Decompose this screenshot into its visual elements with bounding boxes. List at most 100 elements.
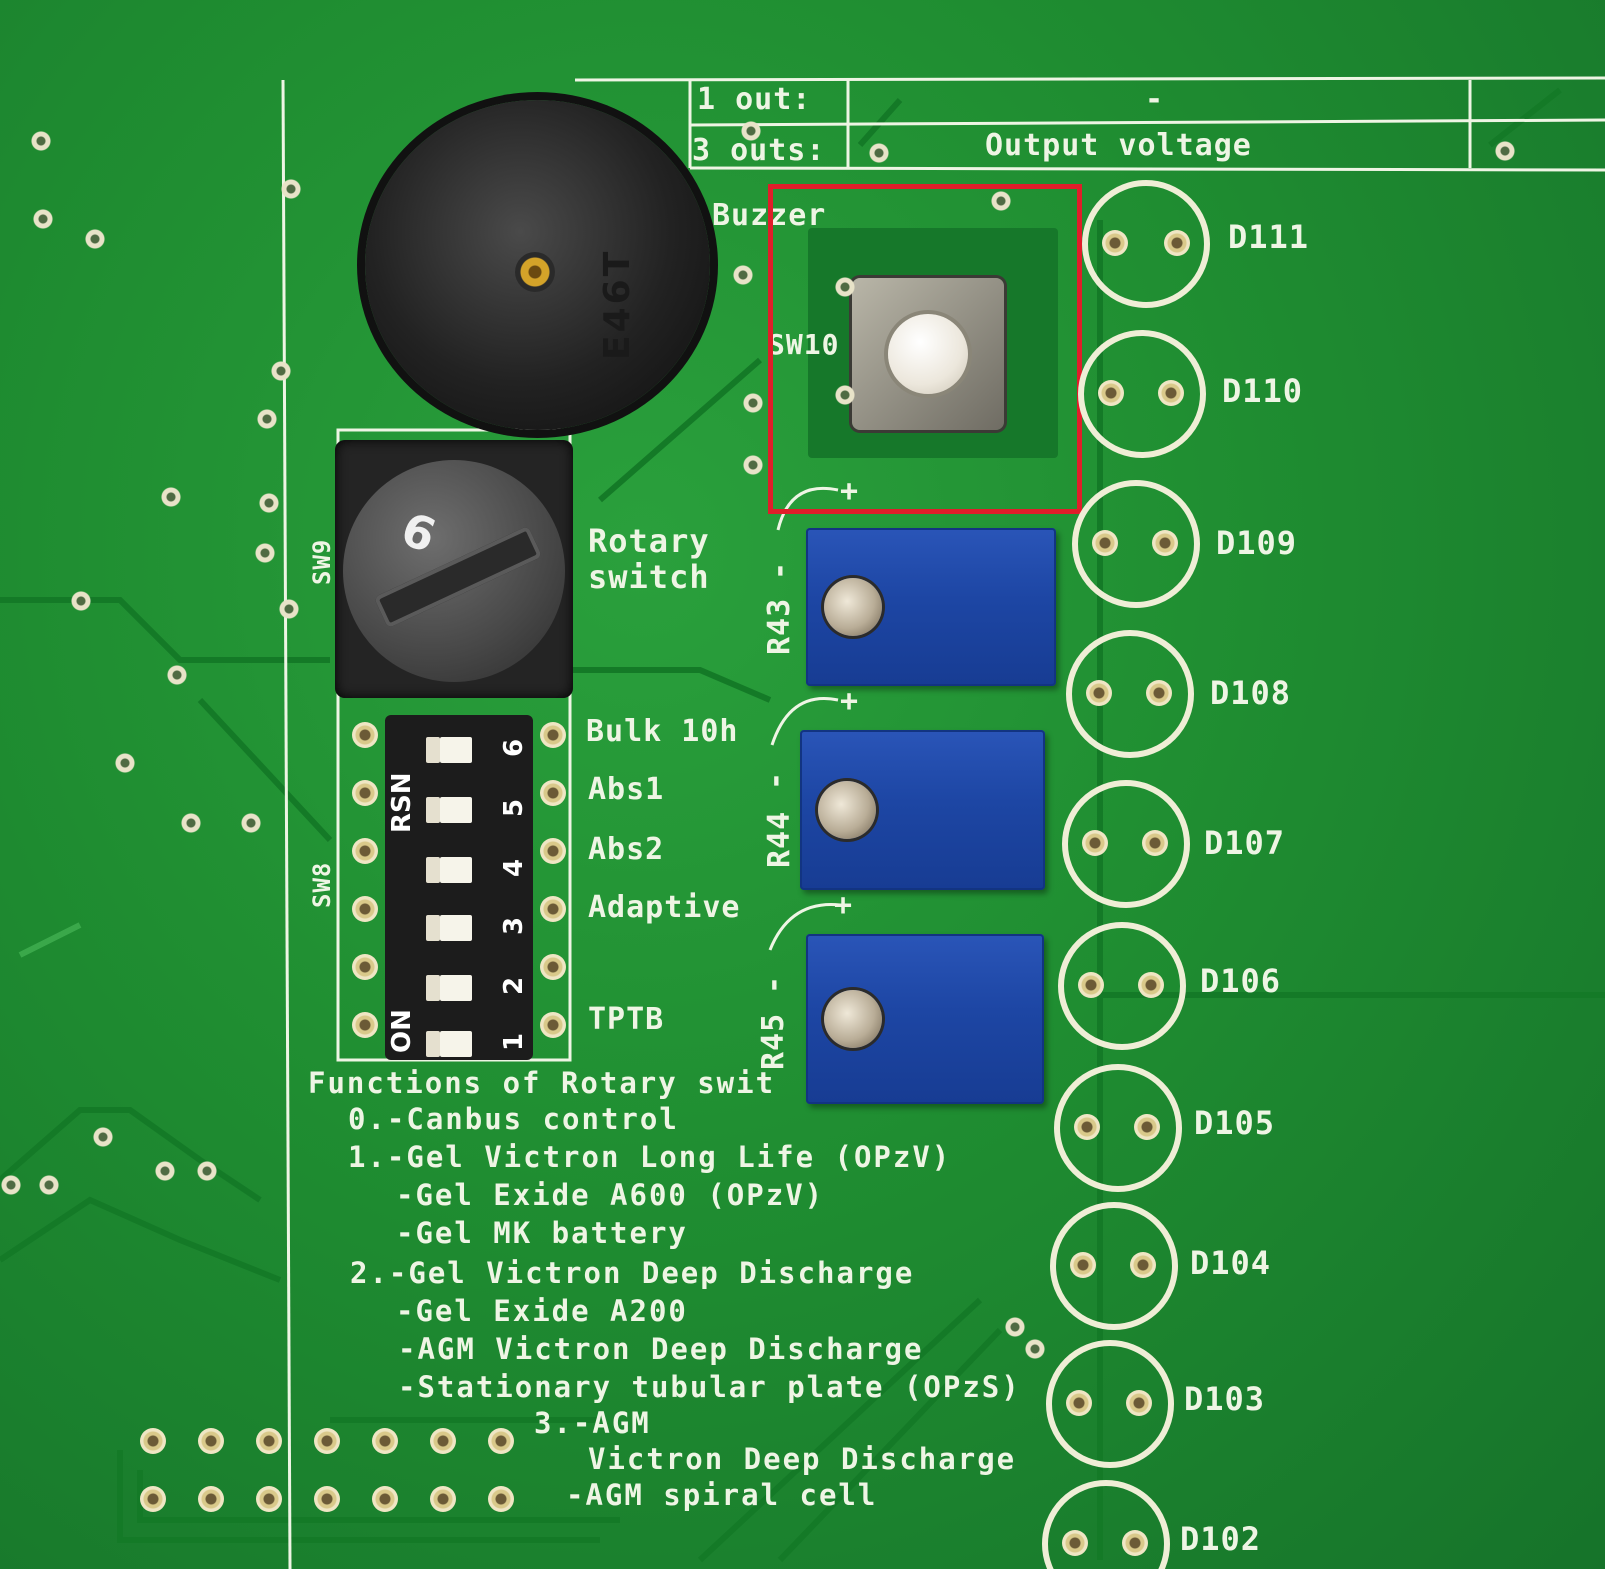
via bbox=[1024, 1338, 1046, 1360]
function-line: -Stationary tubular plate (OPzS) bbox=[398, 1370, 1021, 1404]
dip-switch-2[interactable] bbox=[426, 975, 472, 1001]
via bbox=[742, 392, 764, 414]
label-r44: R44 bbox=[762, 810, 797, 868]
via bbox=[254, 542, 276, 564]
push-button-cap[interactable] bbox=[888, 314, 968, 394]
function-line: 0.-Canbus control bbox=[348, 1102, 679, 1136]
via bbox=[742, 454, 764, 476]
via bbox=[92, 1126, 114, 1148]
dip-pad bbox=[352, 1012, 378, 1038]
function-line: -Gel Exide A600 (OPzV) bbox=[396, 1178, 825, 1212]
dip-switch-5[interactable] bbox=[426, 797, 472, 823]
label-r43-minus: - bbox=[762, 560, 797, 580]
dip-number-3: 3 bbox=[498, 916, 529, 936]
header-pin bbox=[430, 1486, 456, 1512]
trimmer-screw-r44[interactable] bbox=[818, 781, 876, 839]
dip-pad bbox=[540, 896, 566, 922]
diode-pad bbox=[1138, 972, 1164, 998]
header-pin bbox=[430, 1428, 456, 1454]
via bbox=[154, 1160, 176, 1182]
diode-ring-d109 bbox=[1072, 480, 1200, 608]
dip-number-6: 6 bbox=[498, 738, 529, 758]
via bbox=[834, 384, 856, 406]
dip-label-tptb: TPTB bbox=[588, 1002, 665, 1037]
via bbox=[160, 486, 182, 508]
diode-pad bbox=[1146, 680, 1172, 706]
dip-label-abs1: Abs1 bbox=[588, 772, 665, 807]
diode-label-d104: D104 bbox=[1190, 1244, 1272, 1282]
diode-pad bbox=[1126, 1390, 1152, 1416]
diode-pad bbox=[1102, 230, 1128, 256]
via bbox=[278, 598, 300, 620]
label-r44-minus: - bbox=[758, 770, 793, 790]
header-pin bbox=[256, 1486, 282, 1512]
diode-pad bbox=[1134, 1114, 1160, 1140]
dip-rsn-label: RSN bbox=[387, 772, 417, 833]
label-rotary-line2: switch bbox=[588, 558, 710, 596]
label-r45-plus: + bbox=[834, 888, 854, 923]
dip-switch-1[interactable] bbox=[426, 1031, 472, 1057]
functions-title: Functions of Rotary swit bbox=[308, 1066, 776, 1100]
diode-ring-d110 bbox=[1078, 330, 1206, 458]
function-line: -Gel MK battery bbox=[396, 1216, 688, 1250]
dip-switch-6[interactable] bbox=[426, 737, 472, 763]
via bbox=[166, 664, 188, 686]
header-pin bbox=[140, 1486, 166, 1512]
diode-label-d102: D102 bbox=[1180, 1520, 1262, 1558]
header-pin bbox=[372, 1486, 398, 1512]
dip-pad bbox=[352, 896, 378, 922]
label-dash: - bbox=[1145, 82, 1165, 117]
rotary-knob[interactable]: 9 bbox=[343, 460, 565, 682]
via bbox=[740, 120, 762, 142]
diode-ring-d105 bbox=[1054, 1064, 1182, 1192]
buzzer-sound-hole bbox=[515, 252, 555, 292]
diode-pad bbox=[1130, 1252, 1156, 1278]
trimmer-r43[interactable] bbox=[806, 528, 1056, 686]
dip-pad bbox=[540, 1012, 566, 1038]
via bbox=[990, 190, 1012, 212]
dip-switch-sw8[interactable]: 6 5 4 3 2 1 RSN ON bbox=[385, 715, 533, 1060]
trimmer-r45[interactable] bbox=[806, 934, 1044, 1104]
diode-label-d106: D106 bbox=[1200, 962, 1282, 1000]
trimmer-r44[interactable] bbox=[800, 730, 1045, 890]
diode-label-d108: D108 bbox=[1210, 674, 1292, 712]
diode-pad bbox=[1164, 230, 1190, 256]
diode-ring-d104 bbox=[1050, 1202, 1178, 1330]
diode-label-d105: D105 bbox=[1194, 1104, 1276, 1142]
diode-pad bbox=[1142, 830, 1168, 856]
diode-label-d110: D110 bbox=[1222, 372, 1304, 410]
dip-pad bbox=[540, 954, 566, 980]
via bbox=[70, 590, 92, 612]
diode-pad bbox=[1066, 1390, 1092, 1416]
function-line: -Gel Exide A200 bbox=[396, 1294, 688, 1328]
diode-label-d107: D107 bbox=[1204, 824, 1286, 862]
via bbox=[256, 408, 278, 430]
label-sw10: SW10 bbox=[768, 328, 840, 361]
header-pin bbox=[198, 1486, 224, 1512]
diode-pad bbox=[1086, 680, 1112, 706]
trimmer-screw-r45[interactable] bbox=[824, 990, 882, 1048]
via bbox=[868, 142, 890, 164]
dip-pad bbox=[352, 954, 378, 980]
header-pin bbox=[488, 1428, 514, 1454]
dip-number-1: 1 bbox=[498, 1032, 529, 1052]
dip-number-2: 2 bbox=[498, 976, 529, 996]
header-pin bbox=[372, 1428, 398, 1454]
rotary-switch-sw9[interactable]: 9 bbox=[335, 440, 573, 698]
dip-switch-3[interactable] bbox=[426, 915, 472, 941]
trimmer-screw-r43[interactable] bbox=[824, 578, 882, 636]
dip-pad bbox=[352, 722, 378, 748]
header-pin bbox=[198, 1428, 224, 1454]
via bbox=[1004, 1316, 1026, 1338]
dip-switch-4[interactable] bbox=[426, 857, 472, 883]
via bbox=[834, 276, 856, 298]
via bbox=[258, 492, 280, 514]
push-button-sw10[interactable] bbox=[852, 278, 1004, 430]
via bbox=[114, 752, 136, 774]
dip-pad bbox=[540, 838, 566, 864]
label-sw8: SW8 bbox=[308, 861, 336, 908]
function-line: 3.-AGM bbox=[534, 1406, 651, 1440]
diode-pad bbox=[1074, 1114, 1100, 1140]
diode-pad bbox=[1098, 380, 1124, 406]
header-pin bbox=[488, 1486, 514, 1512]
